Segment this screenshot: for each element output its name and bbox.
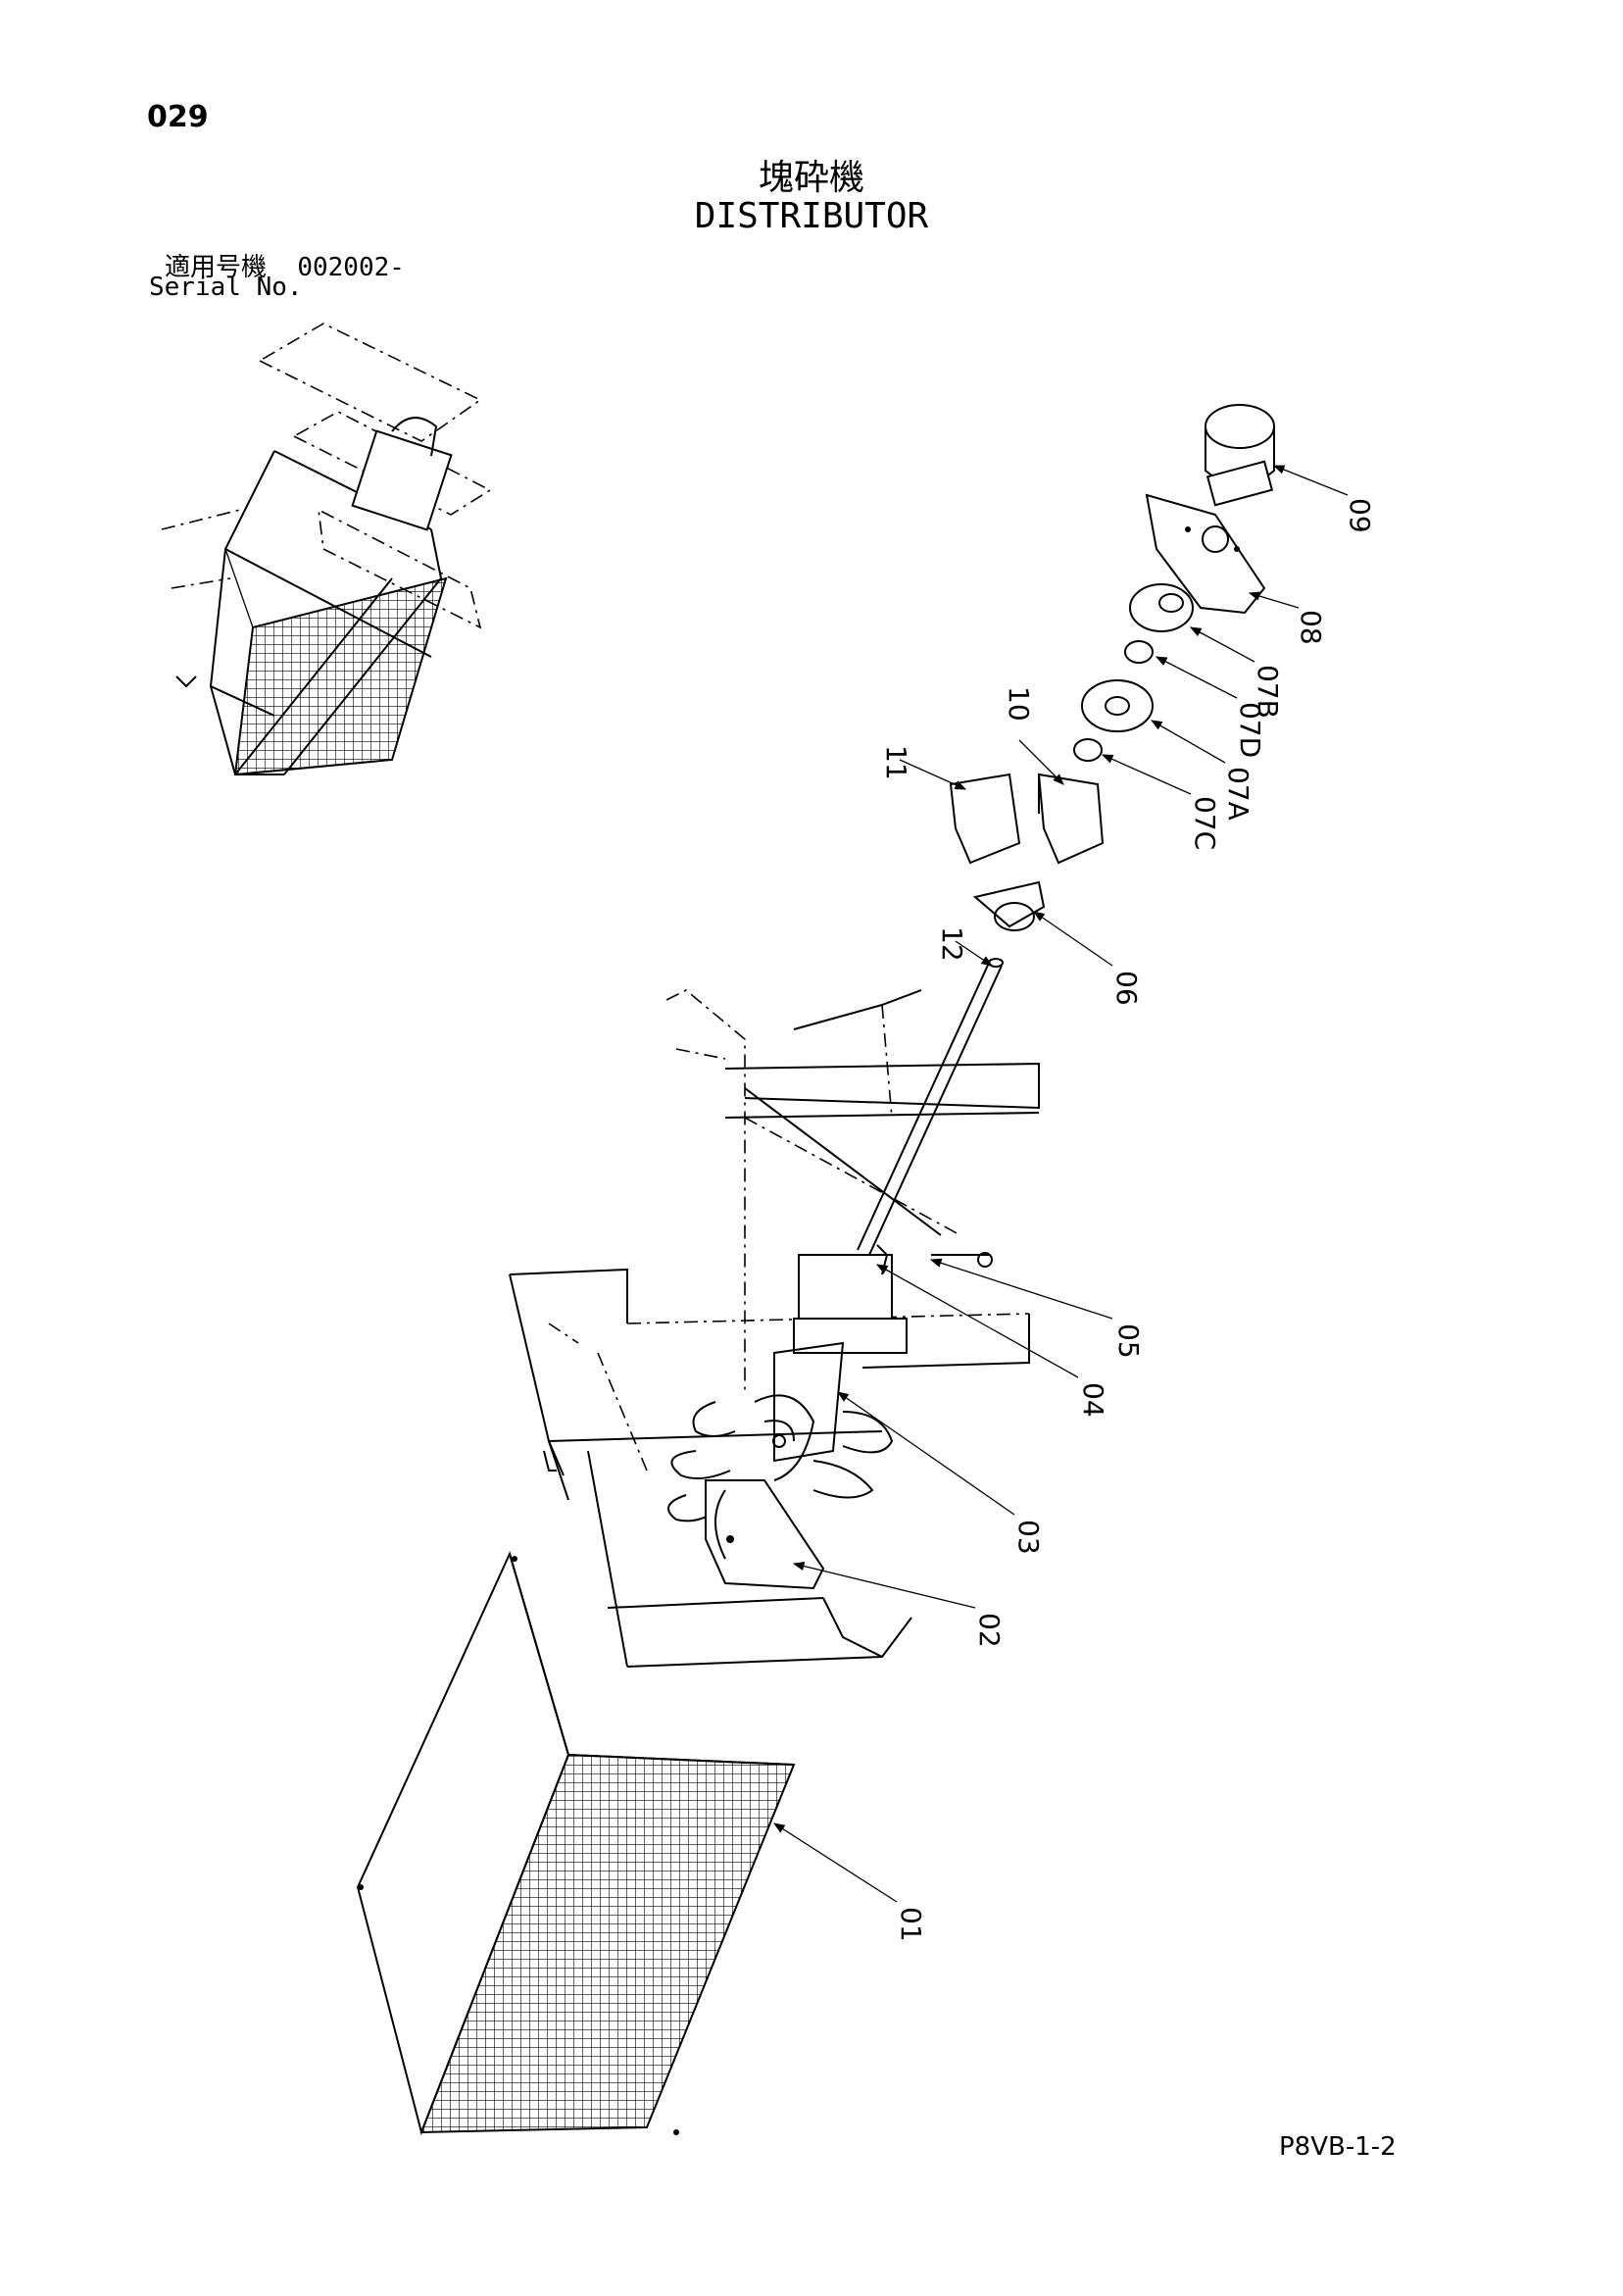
serial-applicability-row: 適用号機 002002-: [165, 247, 405, 283]
part-01-mesh-cover: [356, 1551, 796, 2136]
serial-label-japanese: 適用号機: [165, 253, 268, 282]
part-09-motor: [1205, 404, 1275, 507]
callout-12: 12: [936, 926, 968, 962]
serial-label-english: Serial No.: [149, 273, 303, 302]
callout-11: 11: [880, 745, 912, 780]
part-10-cover: [1037, 773, 1105, 865]
main-frame-assembly: [509, 989, 1040, 1668]
callout-06: 06: [1110, 971, 1143, 1006]
callout-04: 04: [1077, 1382, 1109, 1418]
serial-value: 002002-: [297, 253, 405, 282]
part-11-cover: [949, 773, 1021, 865]
part-07A-flange: [1081, 679, 1154, 732]
callout-05: 05: [1112, 1323, 1145, 1359]
callout-07C: 07C: [1189, 796, 1221, 850]
part-07D-collar: [1124, 640, 1154, 664]
title-japanese: 塊砕機: [758, 158, 864, 198]
callout-08: 08: [1295, 610, 1327, 645]
leader-lines: [773, 465, 1349, 1903]
callout-09: 09: [1344, 498, 1376, 533]
callout-07B: 07B: [1252, 665, 1284, 719]
part-07B-hub: [1129, 583, 1194, 632]
overview-assembly: [161, 323, 492, 776]
part-08-bracket: [1145, 493, 1266, 615]
callout-07A: 07A: [1222, 767, 1254, 821]
callout-03: 03: [1012, 1520, 1045, 1555]
title-english: DISTRIBUTOR: [694, 196, 929, 236]
part-07C-collar: [1073, 738, 1103, 762]
callout-10: 10: [1003, 686, 1035, 722]
document-code: P8VB-1-2: [1279, 2132, 1397, 2162]
callout-07D: 07D: [1234, 702, 1266, 758]
page-number: 029: [147, 100, 209, 134]
callout-02: 02: [973, 1613, 1006, 1648]
part-06-bearing: [972, 880, 1046, 931]
callout-01: 01: [895, 1907, 927, 1942]
